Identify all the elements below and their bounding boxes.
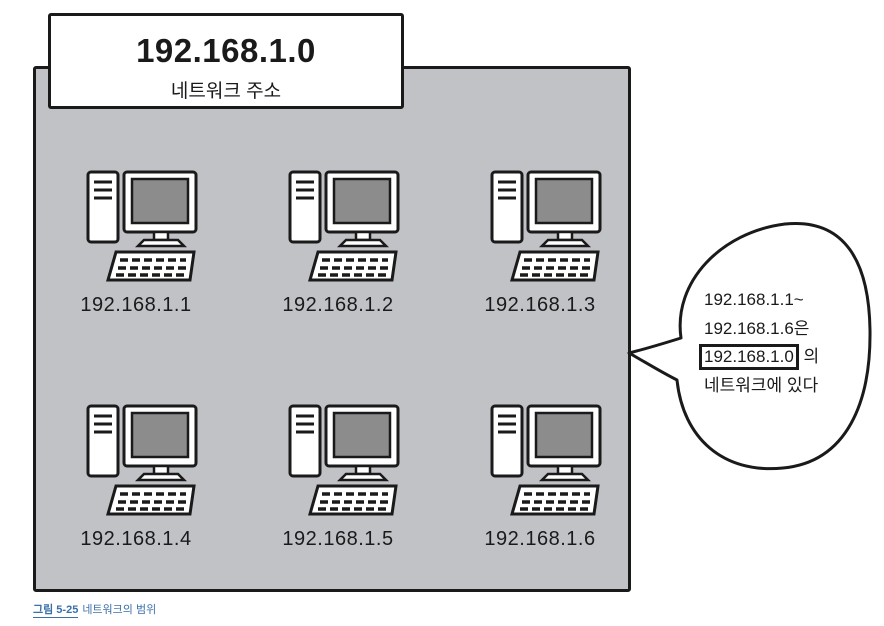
bubble-line-3-suffix: 의 bbox=[803, 347, 820, 366]
desktop-computer-icon bbox=[86, 170, 198, 282]
ip-address-label: 192.168.1.6 bbox=[484, 528, 596, 550]
network-address-box: 192.168.1.0 네트워크 주소 bbox=[48, 13, 404, 109]
computer-1: 192.168.1.1 bbox=[36, 168, 236, 328]
ip-address-label: 192.168.1.1 bbox=[80, 294, 192, 316]
ip-address-label: 192.168.1.2 bbox=[282, 294, 394, 316]
boxed-network-address: 192.168.1.0 bbox=[699, 344, 799, 370]
bubble-line-2: 192.168.1.6은 bbox=[704, 318, 810, 338]
figure-number: 그림 5-25 bbox=[33, 604, 79, 618]
desktop-computer-icon bbox=[86, 404, 198, 516]
network-address: 192.168.1.0 bbox=[136, 32, 316, 69]
bubble-line-3: 192.168.1.0 의 bbox=[699, 343, 864, 372]
bubble-line-4: 네트워크에 있다 bbox=[704, 375, 819, 395]
ip-address-label: 192.168.1.5 bbox=[282, 528, 394, 550]
desktop-computer-icon bbox=[490, 404, 602, 516]
ip-address-label: 192.168.1.3 bbox=[484, 294, 596, 316]
speech-bubble-text: 192.168.1.1~ 192.168.1.6은 192.168.1.0 의 … bbox=[699, 286, 864, 400]
figure-caption-text: 네트워크의 범위 bbox=[82, 604, 157, 616]
desktop-computer-icon bbox=[490, 170, 602, 282]
network-address-label: 네트워크 주소 bbox=[170, 81, 282, 102]
computer-2: 192.168.1.2 bbox=[238, 168, 438, 328]
computer-6: 192.168.1.6 bbox=[440, 402, 640, 562]
ip-address-label: 192.168.1.4 bbox=[80, 528, 192, 550]
desktop-computer-icon bbox=[288, 404, 400, 516]
computer-3: 192.168.1.3 bbox=[440, 168, 640, 328]
bubble-line-1: 192.168.1.1~ bbox=[704, 290, 804, 309]
computer-4: 192.168.1.4 bbox=[36, 402, 236, 562]
desktop-computer-icon bbox=[288, 170, 400, 282]
computer-5: 192.168.1.5 bbox=[238, 402, 438, 562]
